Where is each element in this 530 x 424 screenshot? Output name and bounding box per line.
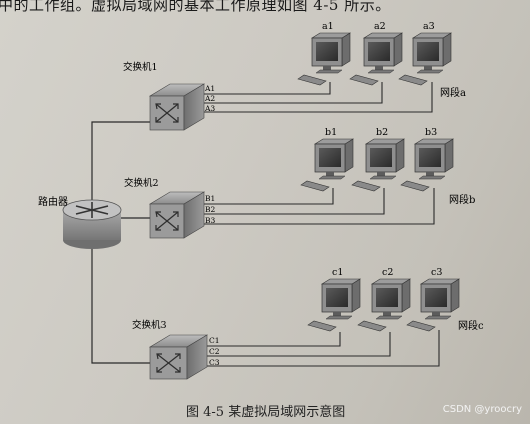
port-lines (200, 82, 440, 367)
host-label: b3 (425, 127, 437, 138)
computer-icon (400, 138, 455, 192)
port-c1-label: C1 (209, 336, 220, 345)
host-label: b2 (376, 127, 388, 138)
port-line-c3 (207, 330, 440, 367)
switch-3: 交换机3 C1 C2 C3 (132, 319, 220, 380)
hosts: a1 a2 a3 b1 b2 b3 c1 c2 c3 (297, 21, 461, 332)
figure-caption: 图 4-5 某虚拟局域网示意图 (186, 405, 346, 420)
switch-2-label: 交换机2 (124, 177, 159, 189)
computer-icon (351, 138, 406, 192)
host-label: a3 (423, 21, 435, 32)
watermark: CSDN @yroocry (442, 404, 522, 415)
port-line-a1 (200, 82, 331, 95)
host-label: b1 (325, 127, 337, 138)
port-b2-label: B2 (205, 205, 216, 214)
trunk-line-1 (91, 121, 150, 200)
computer-icon (406, 278, 461, 332)
port-a3-label: A3 (204, 104, 215, 113)
header-line: 中的工作组。虚拟局域网的基本工作原理如图 4-5 所示。 (0, 0, 391, 14)
port-line-a3 (200, 82, 433, 113)
computer-icon (307, 278, 362, 332)
port-a1-label: A1 (204, 84, 215, 93)
segment-a-label: 网段a (440, 86, 466, 99)
computer-icon (297, 32, 352, 86)
router-arrows-icon (75, 202, 109, 218)
host-b3: b3 (400, 127, 455, 192)
switch-1-label: 交换机1 (123, 61, 158, 73)
host-label: c3 (431, 267, 442, 278)
computer-icon (300, 138, 355, 192)
host-a2: a2 (349, 21, 404, 86)
host-label: c1 (332, 267, 343, 278)
router-label: 路由器 (38, 195, 68, 208)
host-b1: b1 (300, 127, 355, 192)
port-c2-label: C2 (209, 347, 220, 356)
switch-1: 交换机1 A1 A2 A3 (123, 61, 215, 131)
host-c2: c2 (357, 267, 412, 332)
computer-icon (398, 32, 453, 86)
switch-3-arrows-icon (156, 353, 181, 373)
computer-icon (349, 32, 404, 86)
host-label: c2 (382, 267, 393, 278)
router: 路由器 (38, 195, 122, 249)
switch-2: 交换机2 B1 B2 B3 (124, 177, 216, 239)
port-b3-label: B3 (205, 216, 216, 225)
trunk-lines (91, 121, 150, 364)
port-line-c2 (207, 332, 391, 357)
host-c3: c3 (406, 267, 461, 332)
port-line-b3 (200, 188, 435, 225)
segment-b-label: 网段b (449, 193, 475, 206)
port-line-b1 (200, 188, 334, 205)
trunk-line-3 (91, 240, 150, 364)
host-a1: a1 (297, 21, 352, 86)
host-label: a1 (322, 21, 334, 32)
port-c3-label: C3 (209, 358, 220, 367)
segment-c-label: 网段c (458, 319, 484, 332)
computer-icon (357, 278, 412, 332)
port-line-a2 (200, 82, 383, 104)
port-line-c1 (207, 332, 341, 347)
host-a3: a3 (398, 21, 453, 86)
port-a2-label: A2 (204, 94, 215, 103)
port-line-b2 (200, 188, 385, 215)
switch-3-label: 交换机3 (132, 319, 167, 331)
host-b2: b2 (351, 127, 406, 192)
switch-2-arrows-icon (155, 211, 179, 231)
switch-1-arrows-icon (155, 103, 179, 123)
host-label: a2 (374, 21, 386, 32)
host-c1: c1 (307, 267, 362, 332)
port-b1-label: B1 (205, 194, 215, 203)
